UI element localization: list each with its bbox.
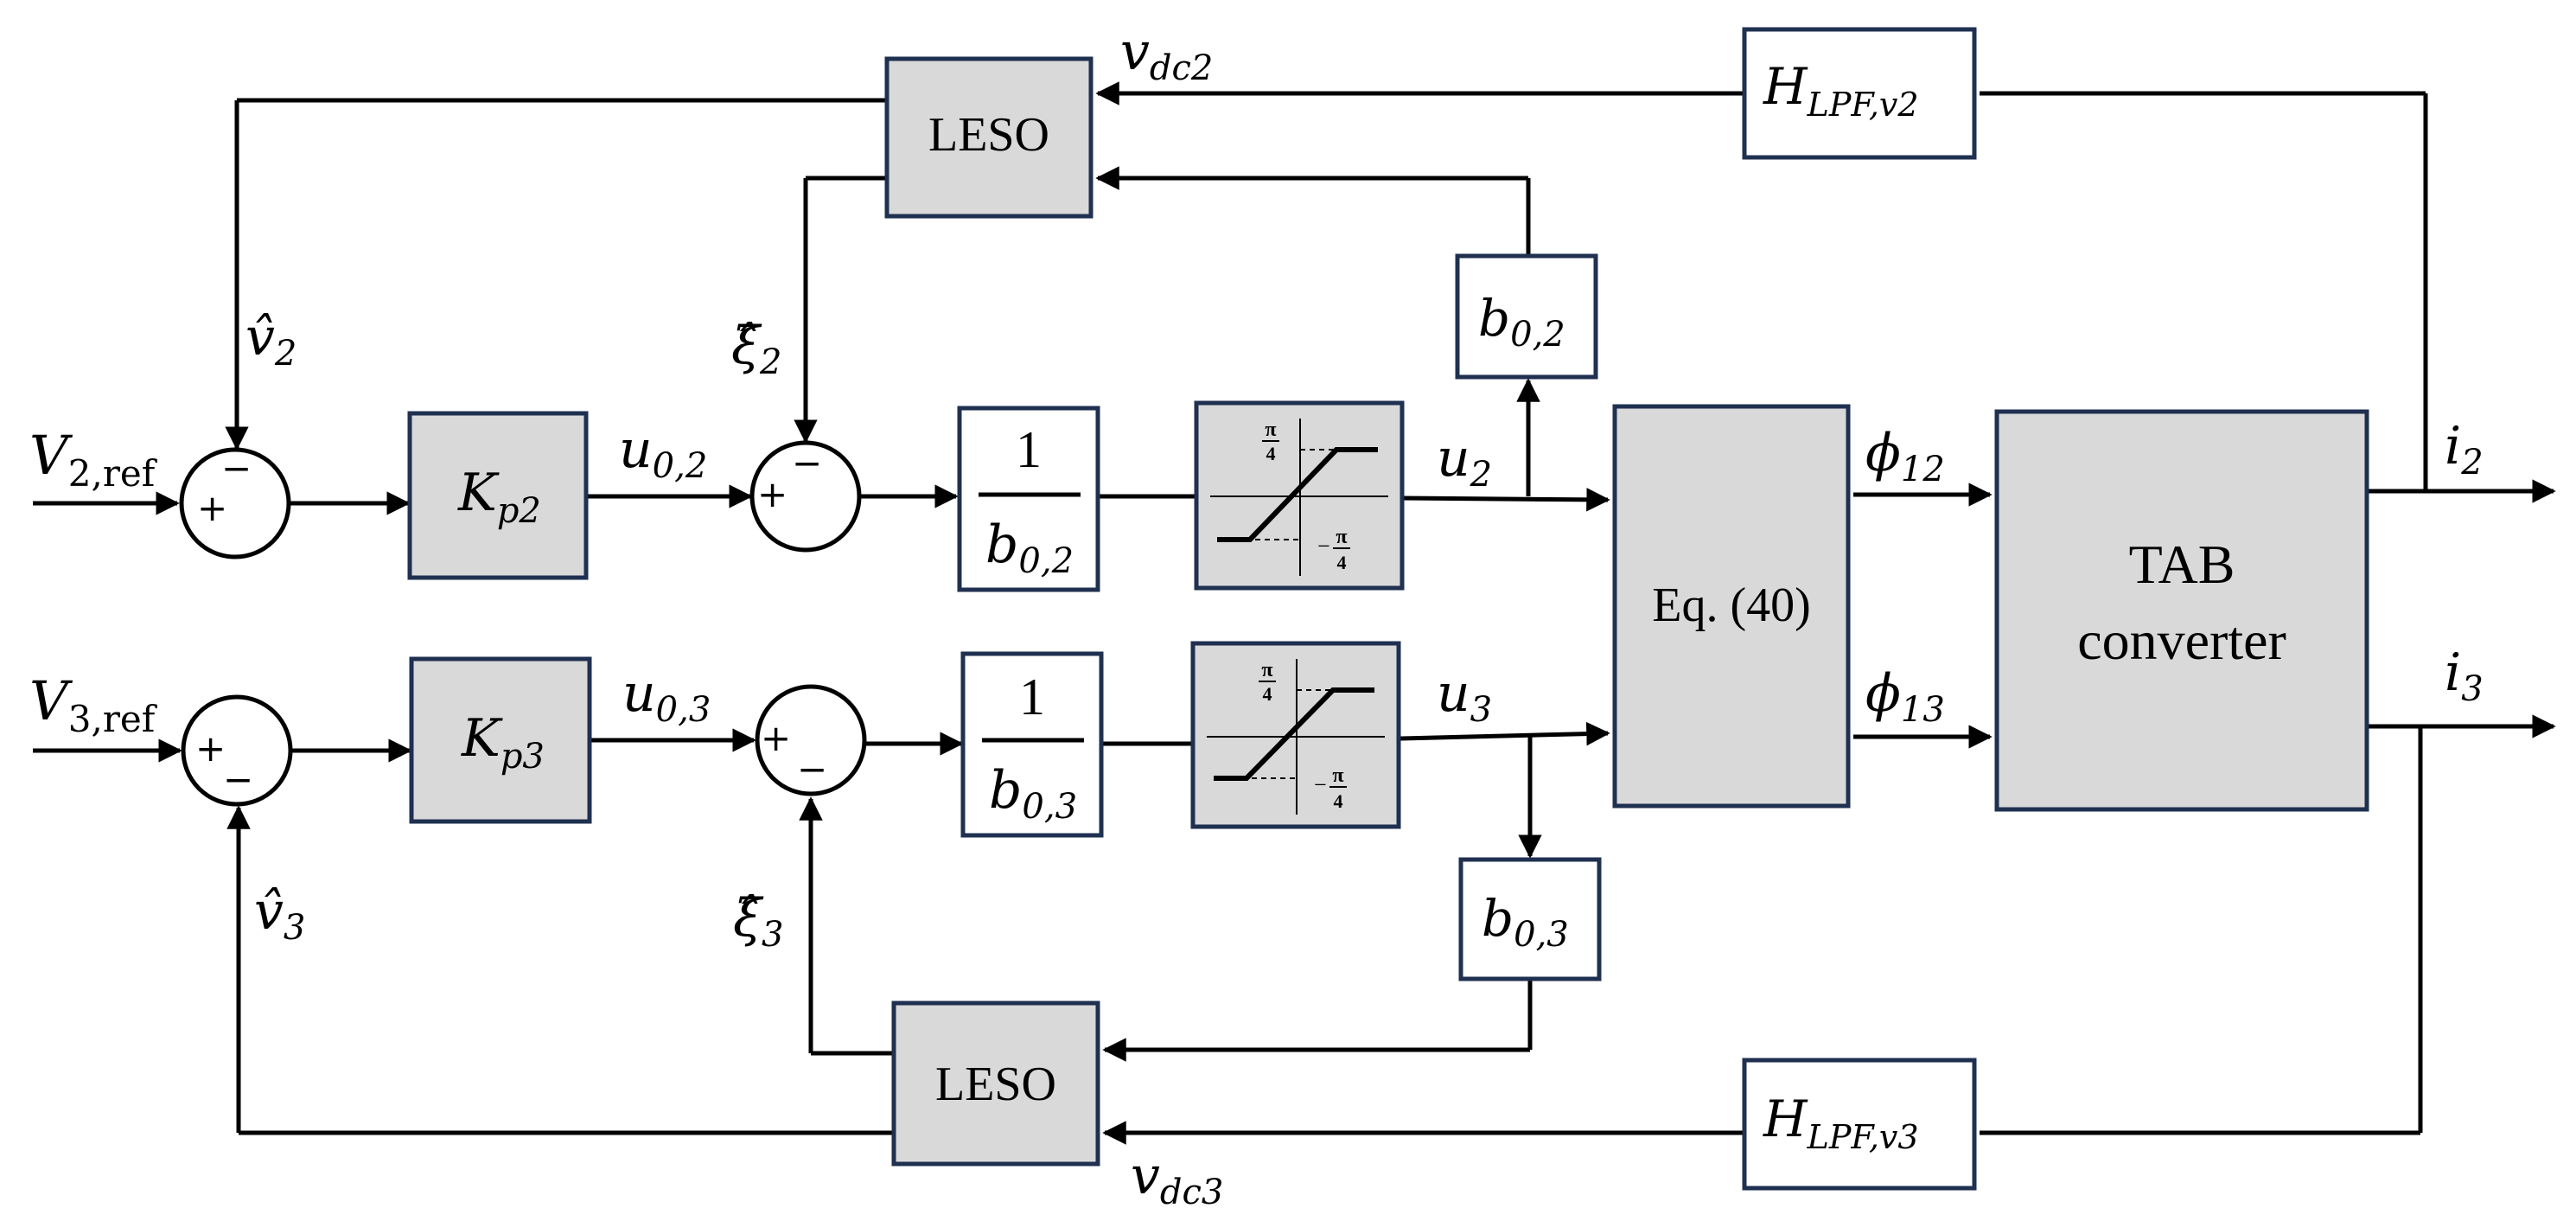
- gain-block-b02: b0,2: [1455, 253, 1598, 380]
- gain-block-b03: b0,3: [1458, 857, 1602, 981]
- summing-junction-top-left: + −: [179, 447, 291, 559]
- minus-sign: −: [792, 442, 822, 484]
- gain-block-kp2: Kp2: [407, 411, 589, 580]
- sat-lower-num: π: [1336, 526, 1347, 548]
- lpf-block-v2: HLPF,v2: [1742, 27, 1977, 160]
- label-i2: i2: [2445, 416, 2484, 483]
- label-i3: i3: [2445, 642, 2484, 709]
- plus-sign: +: [197, 487, 227, 529]
- saturation-block-bottom: π 4 − π 4: [1190, 641, 1401, 829]
- sat-lower-minus: −: [1317, 534, 1330, 559]
- signal-labels: V2,ref V3,ref u0,2 u0,3 u2 u3 ϕ12 ϕ13 i2…: [29, 22, 2484, 1212]
- tab-label-line2: converter: [2077, 610, 2286, 671]
- label-vhat2: v̂2: [245, 307, 296, 374]
- kp3-label: Kp3: [461, 708, 545, 777]
- label-xihat3: ξ̂3: [733, 888, 784, 955]
- summing-junction-bottom-right: + −: [755, 684, 867, 796]
- gain-block-kp3: Kp3: [409, 656, 592, 824]
- label-v3ref: V3,ref: [29, 669, 158, 740]
- saturation-block-top: π 4 − π 4: [1194, 400, 1405, 591]
- sat-upper-den: 4: [1266, 443, 1276, 464]
- label-phi12: ϕ12: [1865, 423, 1945, 489]
- label-u2: u2: [1437, 428, 1492, 495]
- sat-lower-den: 4: [1334, 790, 1343, 812]
- label-vdc3: vdc3: [1131, 1146, 1223, 1212]
- b02-label: b0,2: [1478, 289, 1565, 355]
- b03-label: b0,3: [1482, 889, 1569, 955]
- label-vdc2: vdc2: [1120, 22, 1213, 88]
- leso-label: LESO: [935, 1058, 1056, 1111]
- summing-junction-top-right: + −: [749, 440, 862, 553]
- label-u03: u0,3: [622, 663, 711, 730]
- kp2-label: Kp2: [457, 463, 541, 531]
- denominator: b0,3: [989, 760, 1077, 827]
- summing-junction-bottom-left: + −: [181, 694, 293, 807]
- tab-converter-block: TAB converter: [1994, 409, 2369, 812]
- label-u02: u0,2: [619, 419, 707, 486]
- plus-sign: +: [757, 473, 787, 515]
- leso-label: LESO: [928, 108, 1049, 162]
- equation-block: Eq. (40): [1612, 404, 1851, 809]
- label-phi13: ϕ13: [1865, 663, 1945, 730]
- label-xihat2: ξ̂2: [731, 316, 782, 382]
- minus-sign: −: [223, 758, 253, 801]
- denominator: b0,2: [985, 515, 1074, 581]
- inverse-gain-block-b02: 1 b0,2: [957, 406, 1100, 592]
- label-v2ref: V2,ref: [29, 424, 158, 495]
- numerator: 1: [1019, 668, 1045, 726]
- sat-lower-minus: −: [1314, 772, 1327, 797]
- plus-sign: +: [761, 717, 791, 759]
- sat-lower-num: π: [1332, 764, 1343, 787]
- leso-block-top: LESO: [884, 56, 1094, 219]
- tab-label-line1: TAB: [2129, 534, 2235, 595]
- lpf-v3-label: HLPF,v3: [1763, 1090, 1919, 1156]
- minus-sign: −: [797, 748, 827, 790]
- leso-block-bottom: LESO: [891, 1000, 1100, 1167]
- sat-lower-den: 4: [1337, 552, 1347, 573]
- lpf-v2-label: HLPF,v2: [1763, 57, 1919, 124]
- sat-upper-num: π: [1265, 419, 1276, 441]
- inverse-gain-block-b03: 1 b0,3: [960, 651, 1104, 838]
- sat-upper-den: 4: [1263, 683, 1272, 705]
- minus-sign: −: [221, 447, 252, 489]
- sat-upper-num: π: [1261, 659, 1272, 681]
- plus-sign: +: [195, 727, 226, 770]
- numerator: 1: [1016, 421, 1042, 478]
- lpf-block-v3: HLPF,v3: [1742, 1058, 1977, 1191]
- label-vhat3: v̂3: [254, 881, 305, 948]
- label-u3: u3: [1437, 663, 1492, 730]
- equation-label: Eq. (40): [1652, 579, 1811, 632]
